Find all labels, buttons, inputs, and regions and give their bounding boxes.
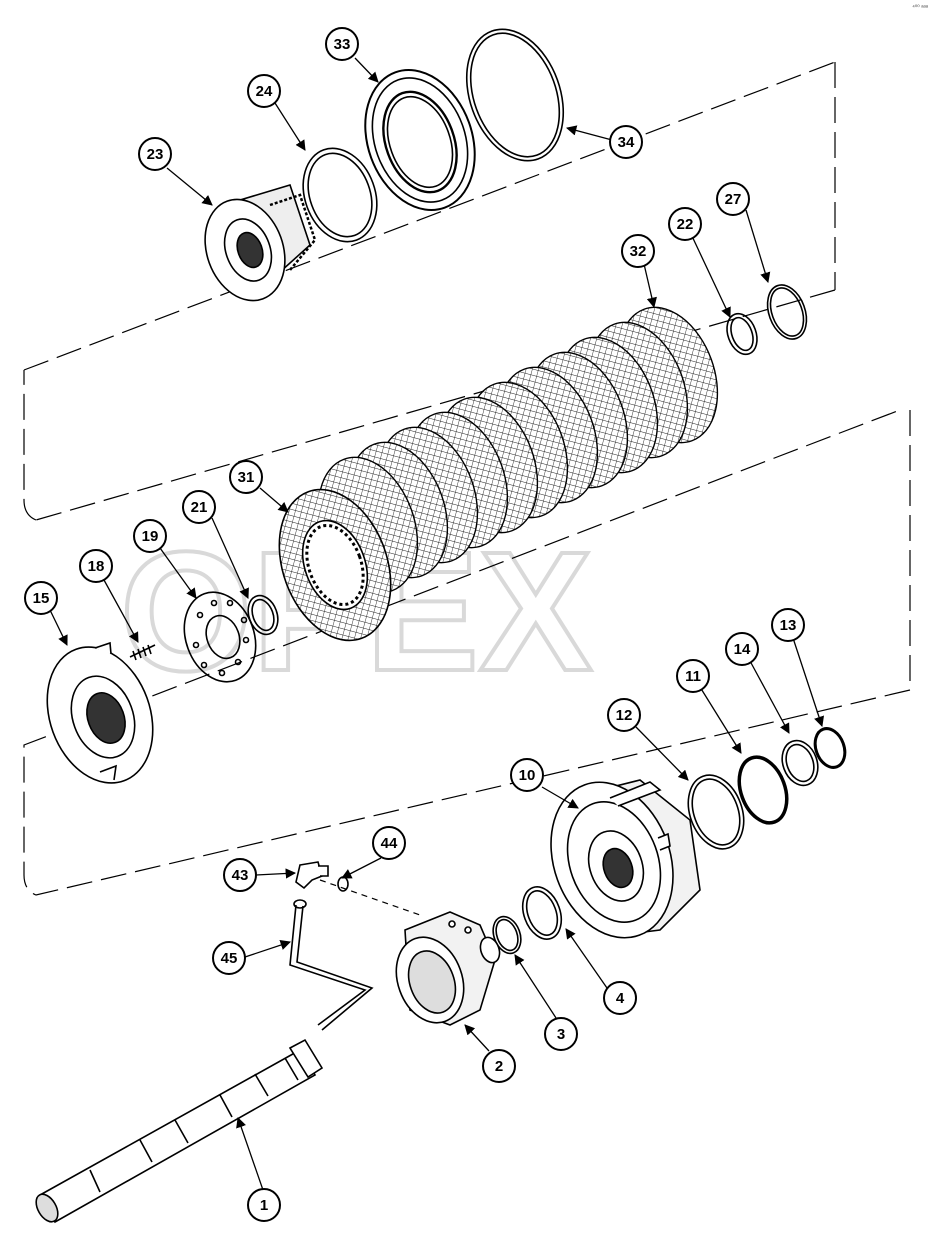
callout-12: 12 bbox=[607, 698, 641, 732]
part-33 bbox=[364, 69, 476, 211]
svg-text:12: 12 bbox=[616, 707, 633, 724]
part-27 bbox=[766, 284, 808, 340]
part-19 bbox=[183, 591, 257, 683]
part-3 bbox=[492, 915, 522, 955]
part-10 bbox=[550, 779, 701, 939]
callout-4: 4 bbox=[603, 981, 637, 1015]
svg-text:31: 31 bbox=[238, 469, 255, 486]
callout-45: 45 bbox=[212, 941, 246, 975]
part-13 bbox=[813, 727, 847, 769]
part-12 bbox=[687, 774, 745, 850]
assembly-outline bbox=[23, 61, 911, 916]
callout-32: 32 bbox=[621, 234, 655, 268]
callout-44: 44 bbox=[372, 826, 406, 860]
callout-19: 19 bbox=[133, 519, 167, 553]
part-1 bbox=[35, 1038, 324, 1224]
callout-23: 23 bbox=[138, 137, 172, 171]
callout-3: 3 bbox=[544, 1017, 578, 1051]
part-14 bbox=[781, 739, 819, 787]
callout-43: 43 bbox=[223, 858, 257, 892]
part-44 bbox=[337, 876, 349, 892]
part-24 bbox=[302, 147, 378, 243]
callout-27: 27 bbox=[716, 182, 750, 216]
part-23 bbox=[204, 184, 317, 302]
svg-text:44: 44 bbox=[381, 835, 398, 852]
callout-13: 13 bbox=[771, 608, 805, 642]
svg-text:43: 43 bbox=[232, 867, 249, 884]
part-34 bbox=[465, 28, 565, 162]
part-11 bbox=[737, 755, 789, 825]
svg-text:21: 21 bbox=[191, 499, 208, 516]
svg-text:34: 34 bbox=[618, 134, 635, 151]
svg-text:19: 19 bbox=[142, 528, 159, 545]
svg-text:2: 2 bbox=[495, 1058, 503, 1075]
svg-text:45: 45 bbox=[221, 950, 238, 967]
part-22 bbox=[726, 312, 758, 356]
svg-text:1: 1 bbox=[260, 1197, 268, 1214]
svg-text:18: 18 bbox=[88, 558, 105, 575]
callout-22: 22 bbox=[668, 207, 702, 241]
svg-text:11: 11 bbox=[685, 668, 701, 685]
svg-text:10: 10 bbox=[519, 767, 536, 784]
callout-2: 2 bbox=[482, 1049, 516, 1083]
callout-24: 24 bbox=[247, 74, 281, 108]
svg-text:14: 14 bbox=[734, 641, 751, 658]
callout-34: 34 bbox=[609, 125, 643, 159]
callout-1: 1 bbox=[247, 1188, 281, 1222]
part-31 bbox=[278, 488, 392, 642]
svg-text:23: 23 bbox=[147, 146, 164, 163]
callout-21: 21 bbox=[182, 490, 216, 524]
corner-mark: ⁴⁰⁰ ᵃᵃᵃ bbox=[912, 5, 928, 11]
part-18 bbox=[129, 644, 156, 661]
svg-text:27: 27 bbox=[725, 191, 742, 208]
svg-text:15: 15 bbox=[33, 590, 50, 607]
callout-14: 14 bbox=[725, 632, 759, 666]
svg-text:4: 4 bbox=[616, 990, 625, 1007]
part-2 bbox=[395, 911, 501, 1026]
callout-31: 31 bbox=[229, 460, 263, 494]
callout-11: 11 bbox=[676, 659, 710, 693]
svg-text:33: 33 bbox=[334, 36, 351, 53]
callouts: 33 24 34 23 22 27 32 31 21 19 18 15 11 1… bbox=[24, 27, 805, 1222]
part-15 bbox=[46, 641, 154, 784]
part-43 bbox=[295, 861, 329, 890]
callout-33: 33 bbox=[325, 27, 359, 61]
callout-15: 15 bbox=[24, 581, 58, 615]
svg-text:22: 22 bbox=[677, 216, 694, 233]
part-4 bbox=[521, 886, 563, 940]
svg-text:32: 32 bbox=[630, 243, 647, 260]
svg-text:24: 24 bbox=[256, 83, 273, 100]
callout-10: 10 bbox=[510, 758, 544, 792]
part-45 bbox=[289, 899, 374, 1031]
svg-text:13: 13 bbox=[780, 617, 797, 634]
leader-lines bbox=[49, 57, 825, 1191]
callout-18: 18 bbox=[79, 549, 113, 583]
svg-text:3: 3 bbox=[557, 1026, 565, 1043]
